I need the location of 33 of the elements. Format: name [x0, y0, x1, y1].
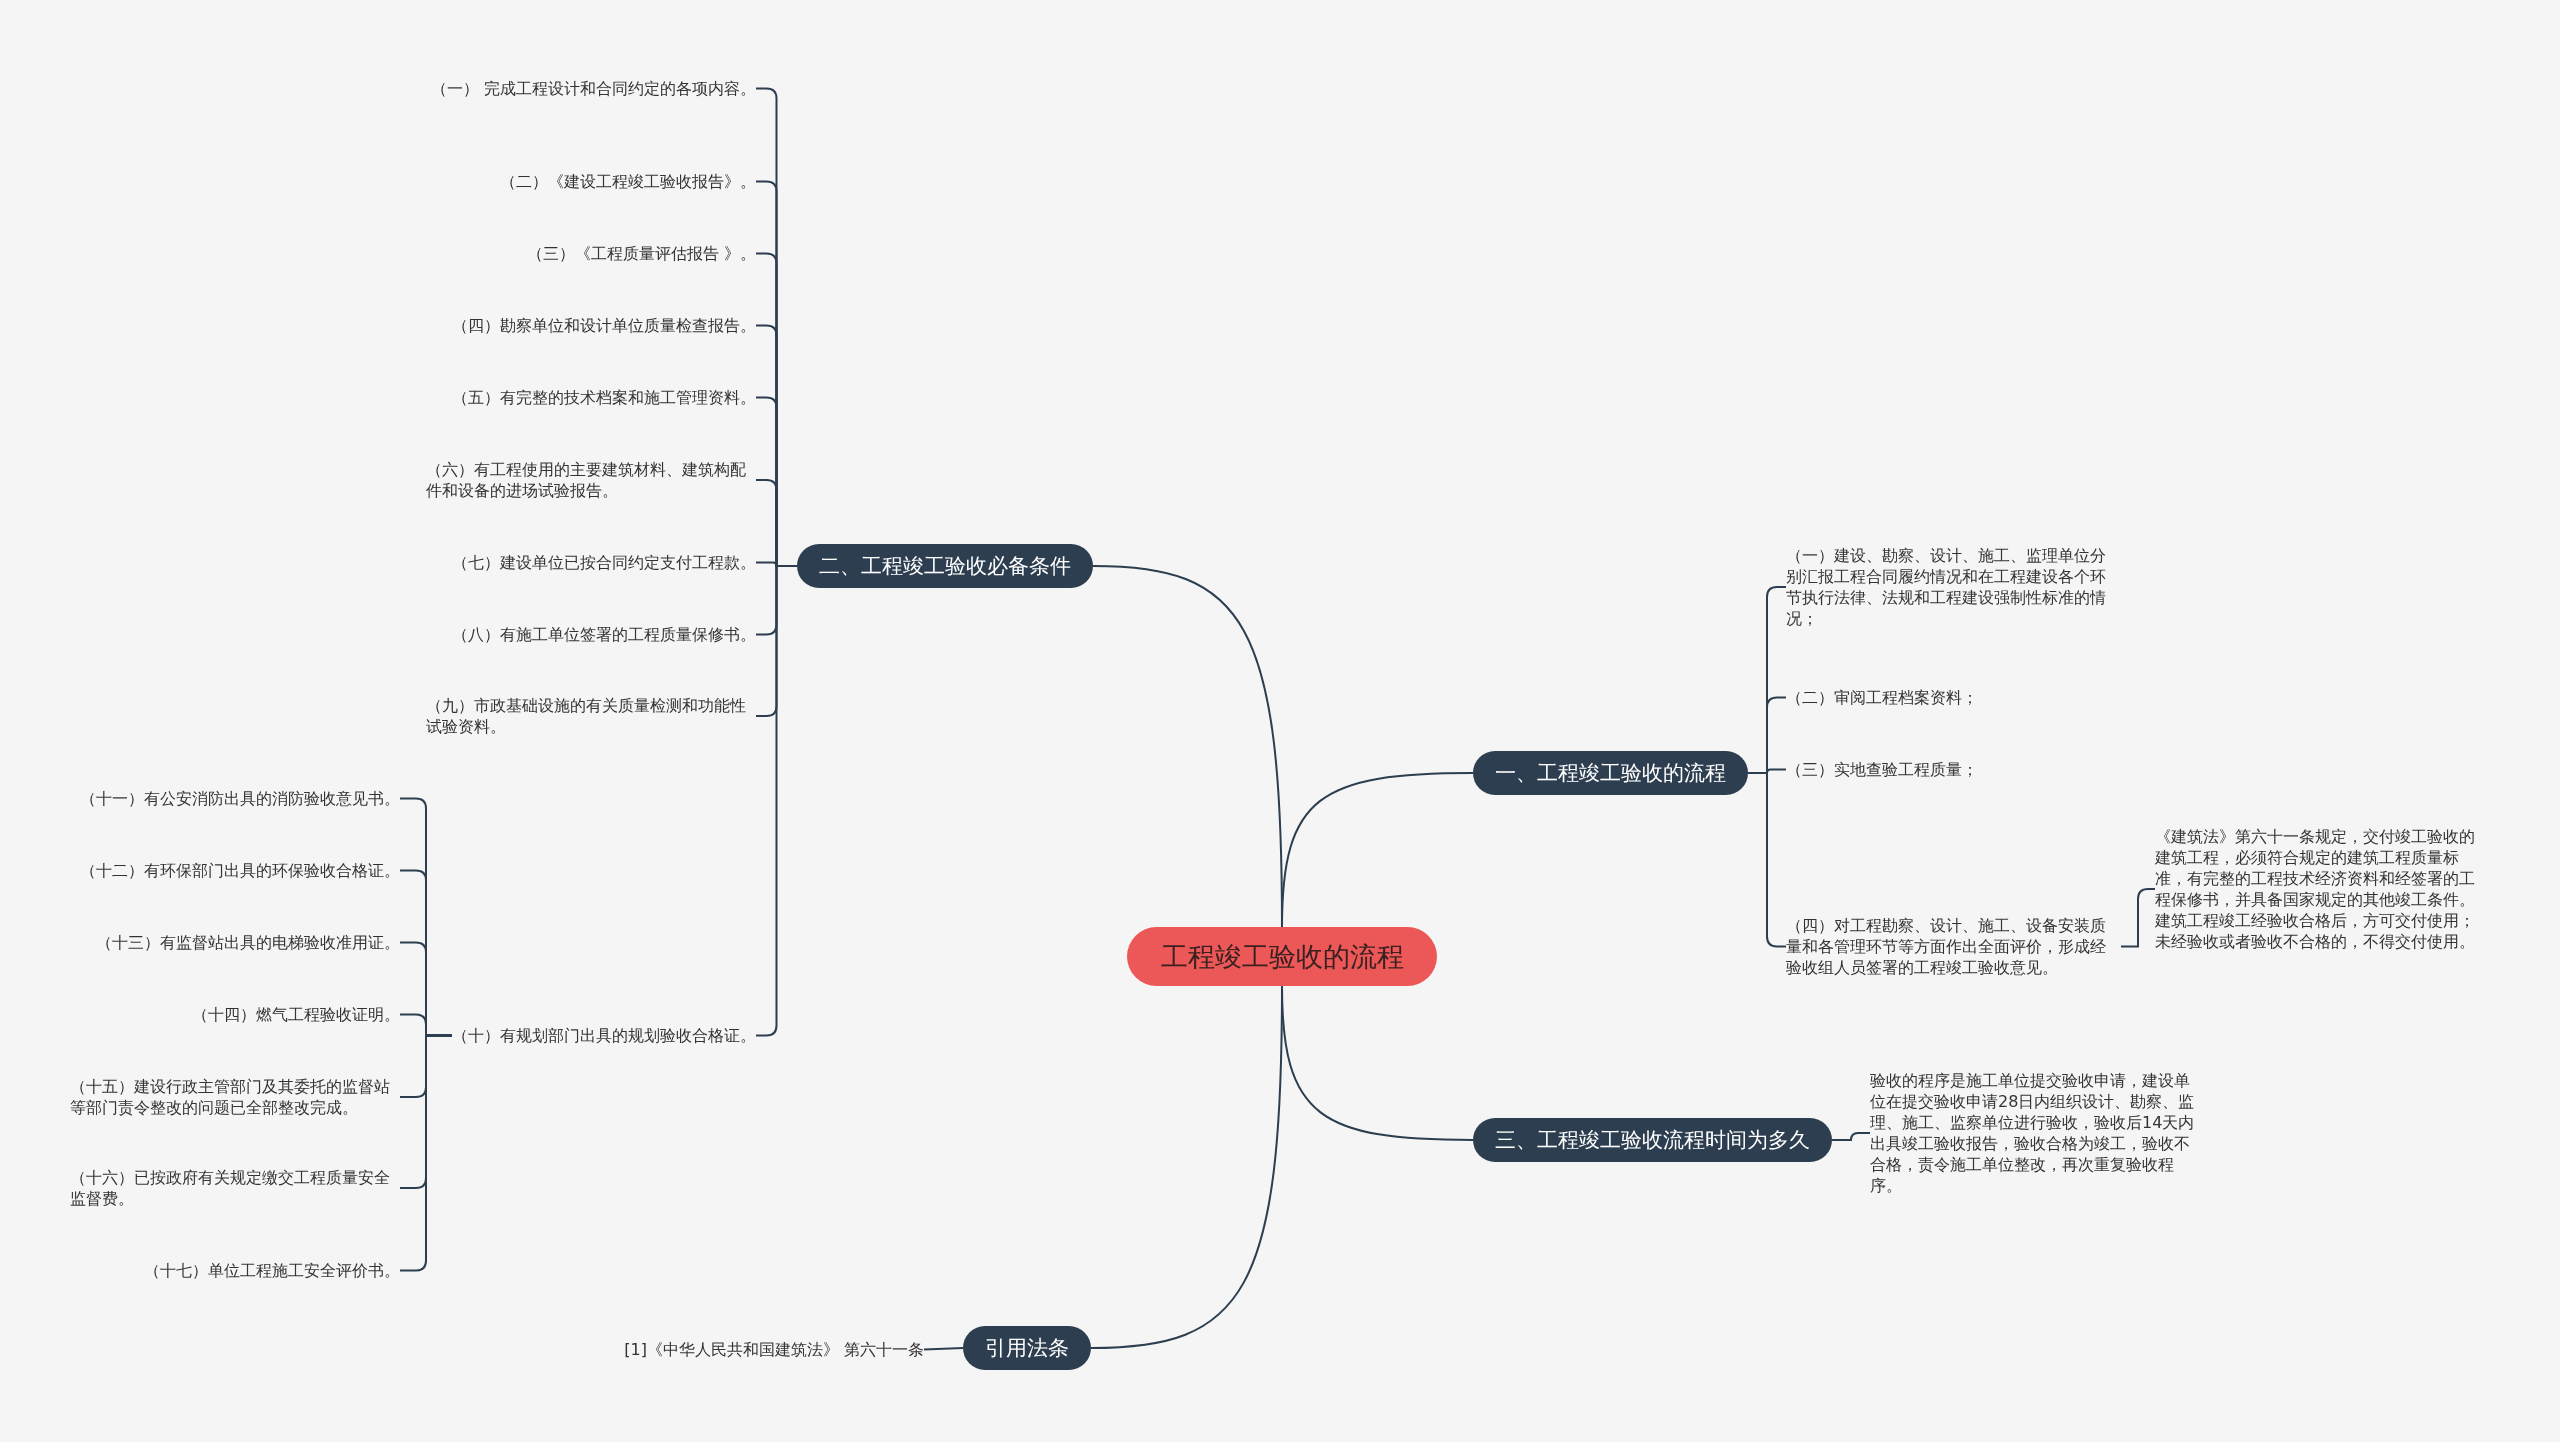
topic-text: （十六）已按政府有关规定缴交工程质量安全监督费。 — [70, 1167, 400, 1209]
connector-line — [923, 1347, 964, 1351]
topic-text: （十二）有环保部门出具的环保验收合格证。 — [80, 860, 400, 881]
topic-text: （六）有工程使用的主要建筑材料、建筑构配件和设备的进场试验报告。 — [426, 459, 756, 501]
topic-text: （十四）燃气工程验收证明。 — [192, 1004, 400, 1025]
topic-text: （二）《建设工程竣工验收报告》。 — [500, 171, 756, 192]
topic-text: （二）审阅工程档案资料； — [1786, 687, 1978, 708]
branch-topic: 引用法条 — [963, 1326, 1091, 1370]
connector-line — [2120, 888, 2156, 948]
branch-topic: 三、工程竣工验收流程时间为多久 — [1473, 1118, 1832, 1162]
topic-text: （九）市政基础设施的有关质量检测和功能性试验资料。 — [426, 695, 756, 737]
connector-line — [1090, 985, 1283, 1349]
topic-text: （八）有施工单位签署的工程质量保修书。 — [452, 624, 756, 645]
topic-text: 《建筑法》第六十一条规定，交付竣工验收的建筑工程，必须符合规定的建筑工程质量标准，有完整的工程技术经济资料和经签署的工程保修书，并具备国家规定的其他竣工条件。建筑工程竣工经验收合格后，方可交付使用；未经验收或者验收不合格的，不得交付使用。 — [2155, 826, 2490, 952]
topic-text: （七）建设单位已按合同约定支付工程款。 — [452, 552, 756, 573]
branch-topic: 二、工程竣工验收必备条件 — [797, 544, 1093, 588]
branch-topic: 一、工程竣工验收的流程 — [1473, 751, 1748, 795]
topic-text: （四）对工程勘察、设计、施工、设备安装质量和各管理环节等方面作出全面评价，形成经验收组人员签署的工程竣工验收意见。 — [1786, 915, 2121, 978]
topic-text: （一） 完成工程设计和合同约定的各项内容。 — [430, 78, 756, 99]
topic-text: [1]《中华人民共和国建筑法》 第六十一条 — [624, 1339, 924, 1360]
topic-text: （十一）有公安消防出具的消防验收意见书。 — [80, 788, 400, 809]
topic-text: （十七）单位工程施工安全评价书。 — [144, 1260, 400, 1281]
connector-line — [1831, 1132, 1871, 1141]
topic-text: （三）《工程质量评估报告 》。 — [526, 243, 756, 264]
topic-text: （十五）建设行政主管部门及其委托的监督站等部门责令整改的问题已全部整改完成。 — [70, 1076, 400, 1118]
topic-text: （四）勘察单位和设计单位质量检查报告。 — [452, 315, 756, 336]
topic-text: （十）有规划部门出具的规划验收合格证。 — [452, 1025, 756, 1046]
topic-text: （十三）有监督站出具的电梯验收准用证。 — [96, 932, 400, 953]
topic-text: 验收的程序是施工单位提交验收申请，建设单位在提交验收申请28日内组织设计、勘察、监理、施工、监察单位进行验收，验收后14天内出具竣工验收报告，验收合格为竣工，验收不合格，责令施工单位整改，再次重复验收程序。 — [1870, 1070, 2200, 1196]
topic-text: （一）建设、勘察、设计、施工、监理单位分别汇报工程合同履约情况和在工程建设各个环节执行法律、法规和工程建设强制性标准的情况； — [1786, 545, 2121, 629]
central-topic: 工程竣工验收的流程 — [1127, 927, 1437, 986]
topic-text: （五）有完整的技术档案和施工管理资料。 — [452, 387, 756, 408]
topic-text: （三）实地查验工程质量； — [1786, 759, 1978, 780]
